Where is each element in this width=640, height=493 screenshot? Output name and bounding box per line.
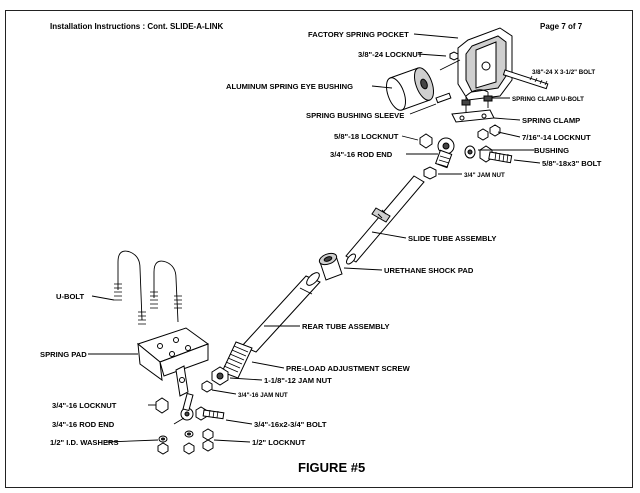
label-bolt-3-8-24: 3/8"-24 X 3-1/2" BOLT	[532, 69, 595, 76]
label-locknut-7-16-14: 7/16"-14 LOCKNUT	[522, 133, 591, 142]
label-jam-nut-3-4-16: 3/4"-16 JAM NUT	[238, 392, 288, 399]
label-jam-nut-3-4-top: 3/4" JAM NUT	[464, 172, 505, 179]
label-bolt-5-8-18x3: 5/8"-18x3" BOLT	[542, 159, 602, 168]
preload-adjustment-screw	[221, 341, 253, 379]
spring-clamp-u-bolt	[461, 89, 493, 112]
label-spring-pad: SPRING PAD	[40, 350, 87, 359]
locknut-1-2	[157, 428, 214, 455]
header-title: Installation Instructions : Cont. SLIDE-…	[50, 22, 224, 31]
page-border	[5, 10, 633, 488]
rod-end-top	[434, 137, 455, 169]
rear-tube-assembly	[241, 272, 321, 353]
u-bolts	[114, 250, 182, 325]
label-spring-clamp-u-bolt: SPRING CLAMP U-BOLT	[512, 96, 584, 103]
spring-pad	[136, 327, 210, 397]
label-locknut-5-8-18: 5/8"-18 LOCKNUT	[334, 132, 399, 141]
label-bolt-3-4-16x2-3-4: 3/4"-16x2-3/4" BOLT	[254, 420, 327, 429]
bolt-3-4-16	[195, 406, 225, 421]
spring-bushing-sleeve	[435, 92, 452, 104]
label-bushing: BUSHING	[534, 146, 569, 155]
jam-nut-3-4-16	[201, 380, 213, 393]
label-rod-end-top: 3/4"-16 ROD END	[330, 150, 393, 159]
page-number: Page 7 of 7	[540, 22, 583, 31]
leader-lines	[88, 33, 541, 443]
locknut-3-4-16	[155, 397, 169, 414]
label-spring-bushing-sleeve: SPRING BUSHING SLEEVE	[306, 111, 404, 120]
label-slide-tube-assembly: SLIDE TUBE ASSEMBLY	[408, 234, 496, 243]
jam-nut-top	[423, 166, 437, 180]
urethane-shock-pad	[318, 252, 343, 281]
locknut-7-16	[477, 124, 501, 141]
label-locknut-1-2: 1/2" LOCKNUT	[252, 438, 306, 447]
label-factory-spring-pocket: FACTORY SPRING POCKET	[308, 30, 409, 39]
label-urethane-shock-pad: URETHANE SHOCK PAD	[384, 266, 474, 275]
spring-clamp	[451, 109, 495, 123]
jam-nut-1-1-8	[211, 366, 229, 386]
label-preload-adjustment-screw: PRE-LOAD ADJUSTMENT SCREW	[286, 364, 411, 373]
aluminum-spring-eye-bushing	[385, 67, 435, 111]
label-rear-tube-assembly: REAR TUBE ASSEMBLY	[302, 322, 390, 331]
label-aluminum-spring-eye-bushing: ALUMINUM SPRING EYE BUSHING	[226, 82, 353, 91]
bushing	[464, 145, 476, 159]
figure-caption: FIGURE #5	[298, 460, 365, 475]
locknut-3-8	[449, 51, 459, 61]
label-jam-nut-1-1-8-12: 1-1/8"-12 JAM NUT	[264, 376, 332, 385]
bolt-3-8-24	[502, 69, 549, 90]
washers-1-2	[158, 430, 194, 443]
label-rod-end-bottom: 3/4"-16 ROD END	[52, 420, 115, 429]
label-u-bolt: U-BOLT	[56, 292, 84, 301]
bolt-5-8-18	[479, 145, 513, 164]
label-locknut-3-4-16: 3/4"-16 LOCKNUT	[52, 401, 117, 410]
label-locknut-3-8-24: 3/8"-24 LOCKNUT	[358, 50, 423, 59]
locknut-5-8	[419, 133, 433, 149]
factory-spring-pocket	[439, 27, 513, 101]
label-washers-1-2-id: 1/2" I.D. WASHERS	[50, 438, 119, 447]
label-spring-clamp: SPRING CLAMP	[522, 116, 580, 125]
rod-end-bottom	[180, 392, 194, 421]
slide-tube-assembly	[345, 175, 425, 265]
